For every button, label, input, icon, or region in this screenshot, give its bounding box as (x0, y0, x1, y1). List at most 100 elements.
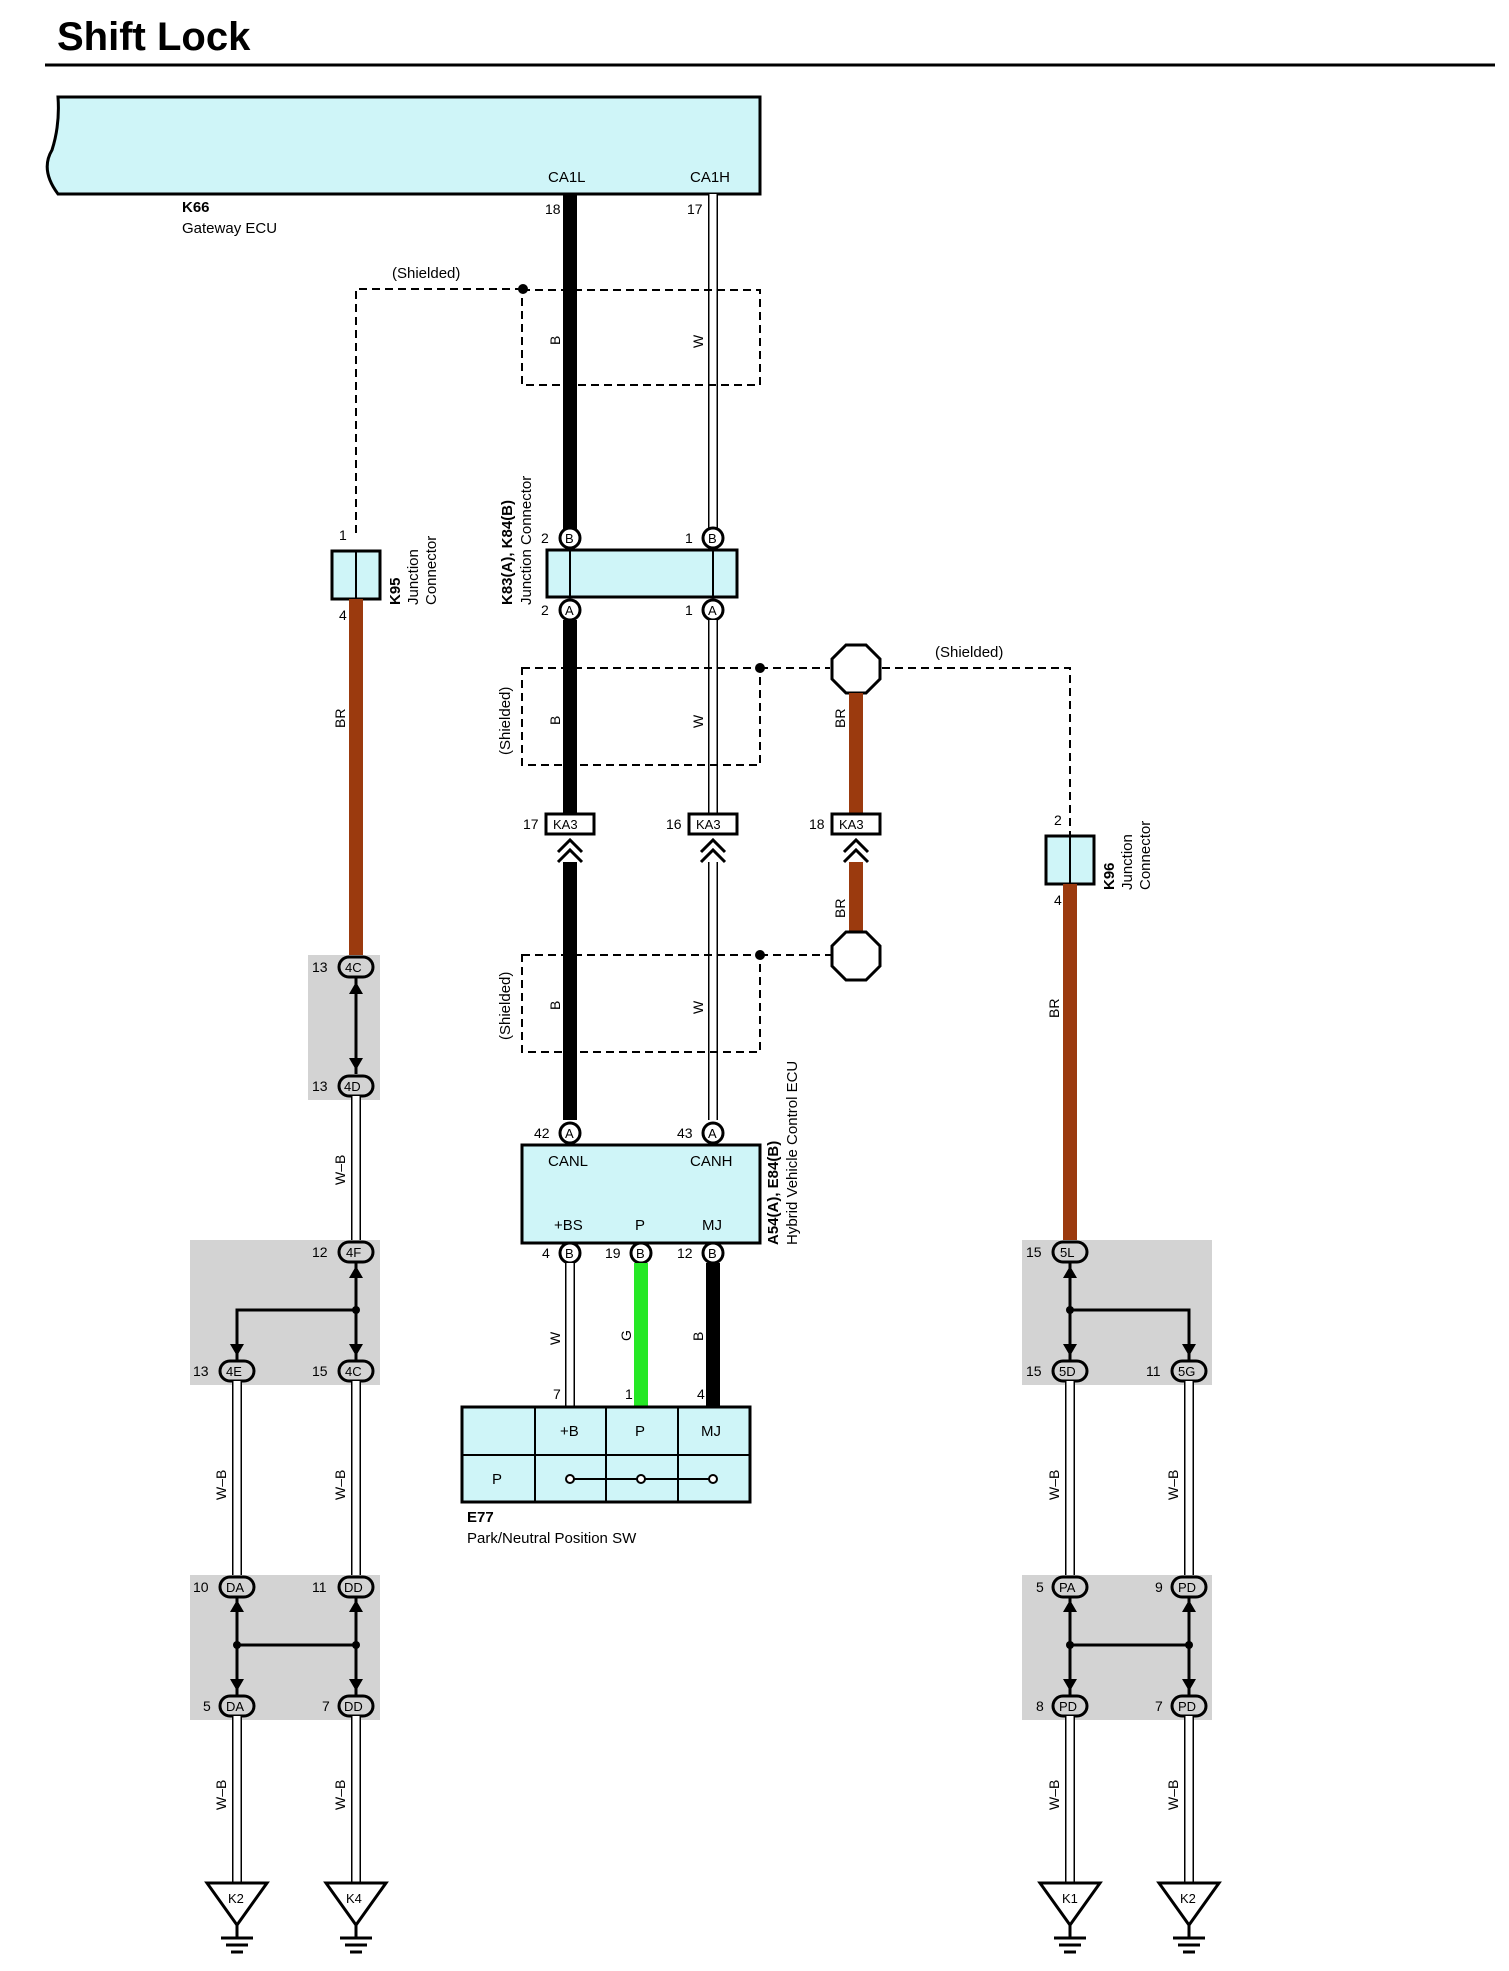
ka3-connector-16 (687, 812, 739, 836)
wire-color-w-3: W (690, 1000, 706, 1014)
connector-5d-id: 5D (1059, 1364, 1076, 1379)
connector-pd-bottom-right-num: 7 (1155, 1698, 1163, 1714)
wire-color-b-mj: B (690, 1332, 706, 1341)
ka3-connector-18 (830, 812, 882, 836)
k96-code: K96 (1101, 862, 1118, 890)
shield-box-1 (521, 289, 761, 386)
shield-line-k96 (882, 667, 1071, 838)
connector-da-bottom-id: DA (226, 1699, 244, 1714)
connector-5g-num: 11 (1146, 1363, 1161, 1379)
hv-ecu-label-p: P (635, 1217, 645, 1234)
hv-ecu-box (520, 1143, 762, 1245)
connector-4f (337, 1240, 375, 1264)
ka3-chevron-16 (699, 837, 727, 864)
connector-4c-top-id: 4C (345, 960, 362, 975)
k83-pin-2a-letter: A (565, 603, 574, 618)
k83-k84-connector (545, 548, 739, 599)
wire-color-br-shield-bottom: BR (832, 899, 848, 918)
ka3-num-17: 17 (523, 816, 539, 832)
ground-label: K2 (228, 1891, 244, 1906)
junction-dot-4f (352, 1306, 360, 1314)
junction-dot-5l (1066, 1306, 1074, 1314)
ground-k2-right: K2 (1156, 1881, 1222, 1954)
ground-triangle (204, 1881, 270, 1928)
ka3-chevron-18 (842, 837, 870, 864)
wire-color-wb-5d: W–B (1046, 1470, 1062, 1500)
shield-line-k95 (355, 288, 523, 533)
connector-dd-top-num: 11 (312, 1579, 327, 1595)
wire-color-w-2: W (690, 714, 706, 728)
k83-num-1-bot: 1 (685, 602, 693, 618)
e77-row-p: P (492, 1471, 502, 1488)
connector-4c-mid-id: 4C (345, 1364, 362, 1379)
wire-color-br-shield-top: BR (832, 709, 848, 728)
e77-code: E77 (467, 1509, 494, 1526)
connector-da-bottom-num: 5 (203, 1698, 211, 1714)
page-title: Shift Lock (57, 15, 251, 59)
ground-k4: K4 (323, 1881, 389, 1954)
wire-color-w-1: W (690, 334, 706, 348)
e77-continuity-dot-3 (708, 1474, 718, 1484)
shielded-label-2: (Shielded) (935, 644, 1003, 661)
junction-dot-pa (1066, 1641, 1074, 1649)
ka3-num-18: 18 (809, 816, 825, 832)
connector-dd-bottom-id: DD (344, 1699, 363, 1714)
hv-ecu-label-canh: CANH (690, 1153, 733, 1170)
wire-color-wb-4e: W–B (213, 1470, 229, 1500)
k83-pin-1b (701, 526, 725, 550)
connector-da-top (218, 1575, 256, 1599)
wire-color-w-bs: W (547, 1331, 563, 1345)
k95-pin-bottom: 4 (339, 607, 347, 623)
k95-code: K95 (387, 577, 404, 605)
ground-triangle (1156, 1881, 1222, 1928)
k95-pin-top: 1 (339, 527, 347, 543)
hv-ecu-label-canl: CANL (548, 1153, 588, 1170)
shielded-label-1: (Shielded) (392, 265, 460, 282)
connector-pa-num: 5 (1036, 1579, 1044, 1595)
ground-label: K1 (1062, 1891, 1078, 1906)
shield-ground-octagon-top (830, 643, 882, 695)
wire-color-wb-4c: W–B (332, 1470, 348, 1500)
junction-dot-pd (1185, 1641, 1193, 1649)
ground-label: K4 (346, 1891, 362, 1906)
wire-color-g-p: G (618, 1330, 634, 1341)
shielded-label-3: (Shielded) (497, 687, 514, 755)
wire-color-wb-pd-left: W–B (1046, 1780, 1062, 1810)
hv-ecu-pin-canl-letter: A (565, 1126, 574, 1141)
gateway-ecu-code: K66 (182, 199, 210, 216)
ka3-label-17: KA3 (553, 817, 578, 832)
gateway-ecu-name: Gateway ECU (182, 220, 277, 237)
shield-junction-dot-1 (518, 284, 528, 294)
connector-5l-id: 5L (1060, 1245, 1074, 1260)
connector-5l (1051, 1240, 1089, 1264)
link-5l-5g (1070, 1308, 1191, 1360)
e77-name: Park/Neutral Position SW (467, 1530, 637, 1547)
k83-pin-2b-letter: B (565, 531, 574, 546)
connector-4f-id: 4F (346, 1245, 361, 1260)
shielded-label-4: (Shielded) (497, 972, 514, 1040)
junction-dot-da (233, 1641, 241, 1649)
k83-num-1-top: 1 (685, 530, 693, 546)
connector-5d-num: 15 (1026, 1363, 1042, 1379)
k95-name-2: Connector (423, 536, 440, 605)
e77-header-p: P (635, 1423, 645, 1440)
hv-ecu-num-12: 12 (677, 1245, 693, 1261)
junction-dot-dd (352, 1641, 360, 1649)
k96-pin-bottom: 4 (1054, 892, 1062, 908)
gateway-pin-num-18: 18 (545, 201, 561, 217)
hv-ecu-pin-bs-letter: B (565, 1246, 574, 1261)
connector-4c-mid-num: 15 (312, 1363, 328, 1379)
connector-pd-top-id: PD (1178, 1580, 1196, 1595)
ka3-connector-17 (544, 812, 596, 836)
hv-ecu-pin-canl (558, 1121, 582, 1145)
ground-triangle (1037, 1881, 1103, 1928)
ka3-label-16: KA3 (696, 817, 721, 832)
connector-pd-top (1170, 1575, 1208, 1599)
k83-pin-1b-letter: B (708, 531, 717, 546)
ground-k2-left: K2 (204, 1881, 270, 1954)
hv-ecu-pin-p-letter: B (636, 1246, 645, 1261)
connector-pa-id: PA (1059, 1580, 1076, 1595)
hv-ecu-name: Hybrid Vehicle Control ECU (784, 1061, 801, 1245)
shield-junction-dot-3 (755, 950, 765, 960)
k96-name-1: Junction (1119, 834, 1136, 890)
